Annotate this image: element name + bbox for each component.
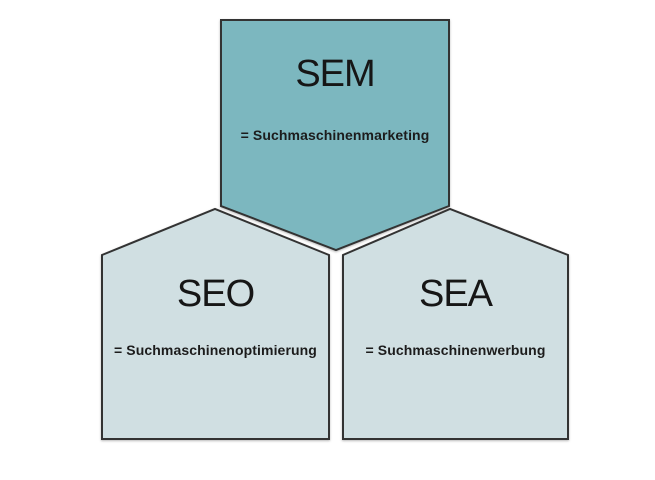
sea-pentagon-shape bbox=[342, 207, 569, 440]
sem-pentagon-shape bbox=[220, 19, 450, 252]
seo-pentagon-shape bbox=[101, 207, 330, 440]
